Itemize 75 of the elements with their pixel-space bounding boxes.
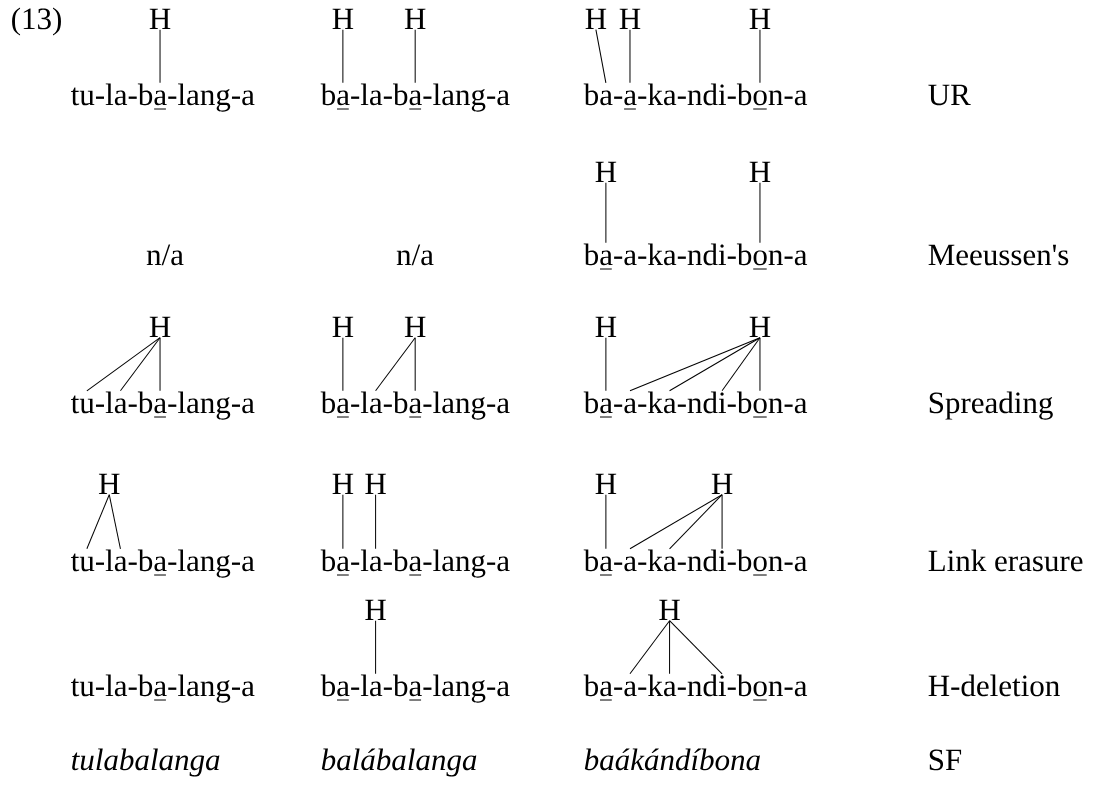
tone-letter: H: [595, 161, 617, 182]
row-label: UR: [928, 84, 971, 106]
tone-letter: H: [659, 599, 680, 620]
association-line: [342, 494, 344, 550]
association-line: [629, 620, 671, 675]
association-line: [375, 494, 377, 550]
association-line: [759, 337, 761, 392]
association-line: [414, 29, 416, 84]
tone-letter: H: [404, 316, 426, 337]
association-line: [721, 494, 723, 550]
association-line: [629, 494, 723, 550]
association-line: [595, 29, 607, 84]
word-form: ba-la-ba-lang-a: [320, 391, 510, 420]
tone-letter: H: [595, 316, 617, 337]
word-form: ba-a-ka-ndi-bon-a: [583, 243, 808, 266]
association-line: [86, 337, 161, 392]
surface-form: tulabalanga: [72, 748, 220, 777]
association-line: [669, 337, 761, 392]
word-form: ba-la-ba-lang-a: [320, 83, 510, 112]
association-line: [159, 29, 161, 84]
word-form: tu-la-ba-lang-a: [71, 674, 255, 703]
tone-letter: H: [332, 8, 354, 29]
association-line: [119, 337, 161, 392]
association-line: [342, 337, 344, 392]
word-form: ba-la-ba-lang-a: [320, 674, 510, 703]
tone-letter: H: [619, 8, 641, 29]
row-label: Link erasure: [928, 549, 1083, 572]
tone-letter: H: [585, 8, 607, 29]
association-line: [669, 494, 723, 550]
row-label: Meeussen's: [928, 244, 1069, 266]
association-line: [605, 494, 607, 550]
association-line: [86, 494, 110, 550]
tone-letter: H: [332, 473, 354, 494]
word-form: tu-la-ba-lang-a: [71, 549, 255, 578]
row-label: SF: [929, 749, 962, 771]
association-line: [605, 182, 607, 244]
surface-form: balábalanga: [321, 748, 477, 777]
tone-letter: H: [149, 316, 171, 337]
tone-letter: H: [365, 473, 386, 494]
association-line: [159, 337, 161, 392]
association-line: [605, 337, 607, 392]
tone-letter: H: [749, 316, 771, 337]
association-line: [669, 620, 723, 675]
word-form: ba-a-ka-ndi-bon-a: [583, 549, 808, 572]
association-line: [108, 494, 121, 550]
tone-letter: H: [749, 161, 771, 182]
word-form: ba-a-ka-ndi-bon-a: [583, 674, 808, 697]
association-line: [629, 29, 631, 84]
association-line: [759, 182, 761, 244]
word-form: ba-la-ba-lang-a: [320, 549, 510, 578]
association-line: [414, 337, 416, 392]
word-form: tu-la-ba-lang-a: [71, 83, 255, 112]
association-line: [669, 620, 671, 675]
tone-letter: H: [711, 473, 733, 494]
tone-letter: H: [98, 473, 120, 494]
not-applicable-note: n/a: [396, 244, 434, 266]
word-form: ba-a-ka-ndi-bon-a: [583, 83, 808, 106]
row-label: H-deletion: [928, 674, 1060, 697]
association-line: [375, 620, 377, 675]
tone-letter: H: [332, 316, 354, 337]
not-applicable-note: n/a: [146, 244, 184, 266]
example-number: (13): [12, 7, 61, 36]
tone-letter: H: [365, 599, 386, 620]
surface-form: baákándíbona: [584, 748, 760, 771]
word-form: ba-a-ka-ndi-bon-a: [583, 391, 808, 414]
tone-letter: H: [149, 8, 171, 29]
association-line: [759, 29, 761, 84]
association-line: [375, 337, 416, 392]
row-label: Spreading: [929, 391, 1053, 420]
association-line: [342, 29, 344, 84]
association-line: [721, 337, 761, 392]
tone-letter: H: [749, 8, 771, 29]
word-form: tu-la-ba-lang-a: [71, 391, 255, 420]
tone-letter: H: [404, 8, 426, 29]
tone-letter: H: [595, 473, 617, 494]
